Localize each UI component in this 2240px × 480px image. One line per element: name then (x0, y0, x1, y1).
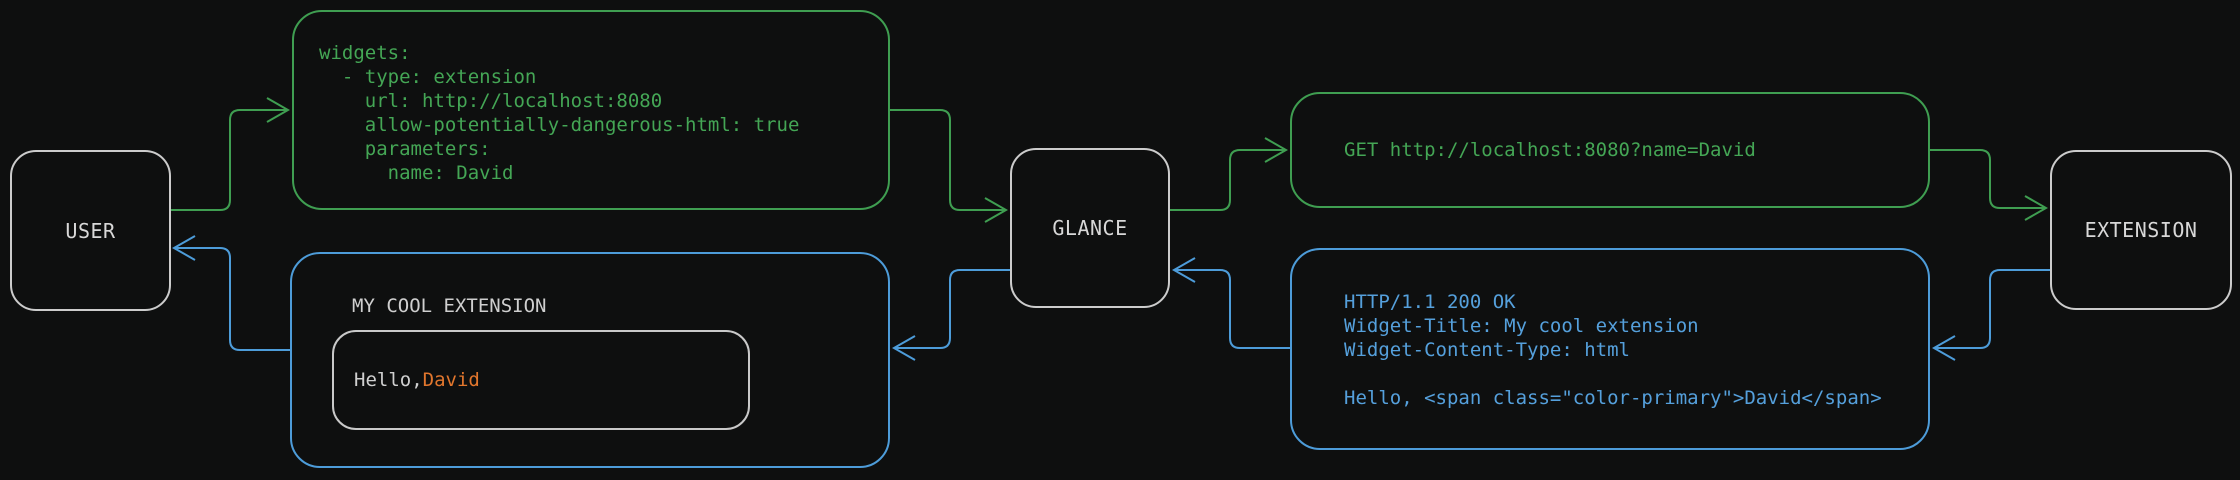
node-user-label: USER (65, 218, 116, 243)
arrowhead-request-to-extension (2024, 195, 2049, 221)
greeting-name: David (422, 369, 480, 391)
node-user: USER (10, 150, 171, 311)
http-response-box: HTTP/1.1 200 OK Widget-Title: My cool ex… (1290, 248, 1930, 450)
arrow-widget-to-user (175, 247, 290, 351)
http-response-code: HTTP/1.1 200 OK Widget-Title: My cool ex… (1344, 291, 1882, 409)
arrow-request-to-extension (1930, 149, 2045, 209)
arrowhead-glance-to-request (1264, 137, 1289, 163)
node-extension-label: EXTENSION (2084, 218, 2198, 242)
widget-preview-box: MY COOL EXTENSION Hello, David (290, 252, 890, 468)
arrow-glance-to-widget (895, 269, 1010, 349)
arrowhead-user-to-config (266, 97, 291, 123)
http-request-box: GET http://localhost:8080?name=David (1290, 92, 1930, 208)
arrowhead-config-to-glance (984, 197, 1009, 223)
http-request-text: GET http://localhost:8080?name=David (1344, 139, 1756, 161)
arrowhead-response-to-glance (1171, 257, 1196, 283)
widget-greeting-box: Hello, David (332, 330, 750, 430)
arrow-response-to-glance (1175, 269, 1290, 349)
arrow-glance-to-request (1170, 149, 1285, 211)
config-yaml-box: widgets: - type: extension url: http://l… (292, 10, 890, 210)
arrow-extension-to-response (1935, 269, 2050, 349)
greeting-prefix: Hello, (354, 369, 423, 391)
arrowhead-extension-to-response (1931, 335, 1956, 361)
arrowhead-glance-to-widget (891, 335, 916, 361)
arrow-config-to-glance (890, 109, 1005, 211)
config-yaml-code: widgets: - type: extension url: http://l… (319, 42, 800, 184)
arrow-user-to-config (171, 109, 287, 211)
node-extension: EXTENSION (2050, 150, 2232, 310)
widget-title: MY COOL EXTENSION (352, 295, 547, 317)
node-glance-label: GLANCE (1052, 216, 1128, 240)
arrowhead-widget-to-user (171, 235, 196, 261)
node-glance: GLANCE (1010, 148, 1170, 308)
